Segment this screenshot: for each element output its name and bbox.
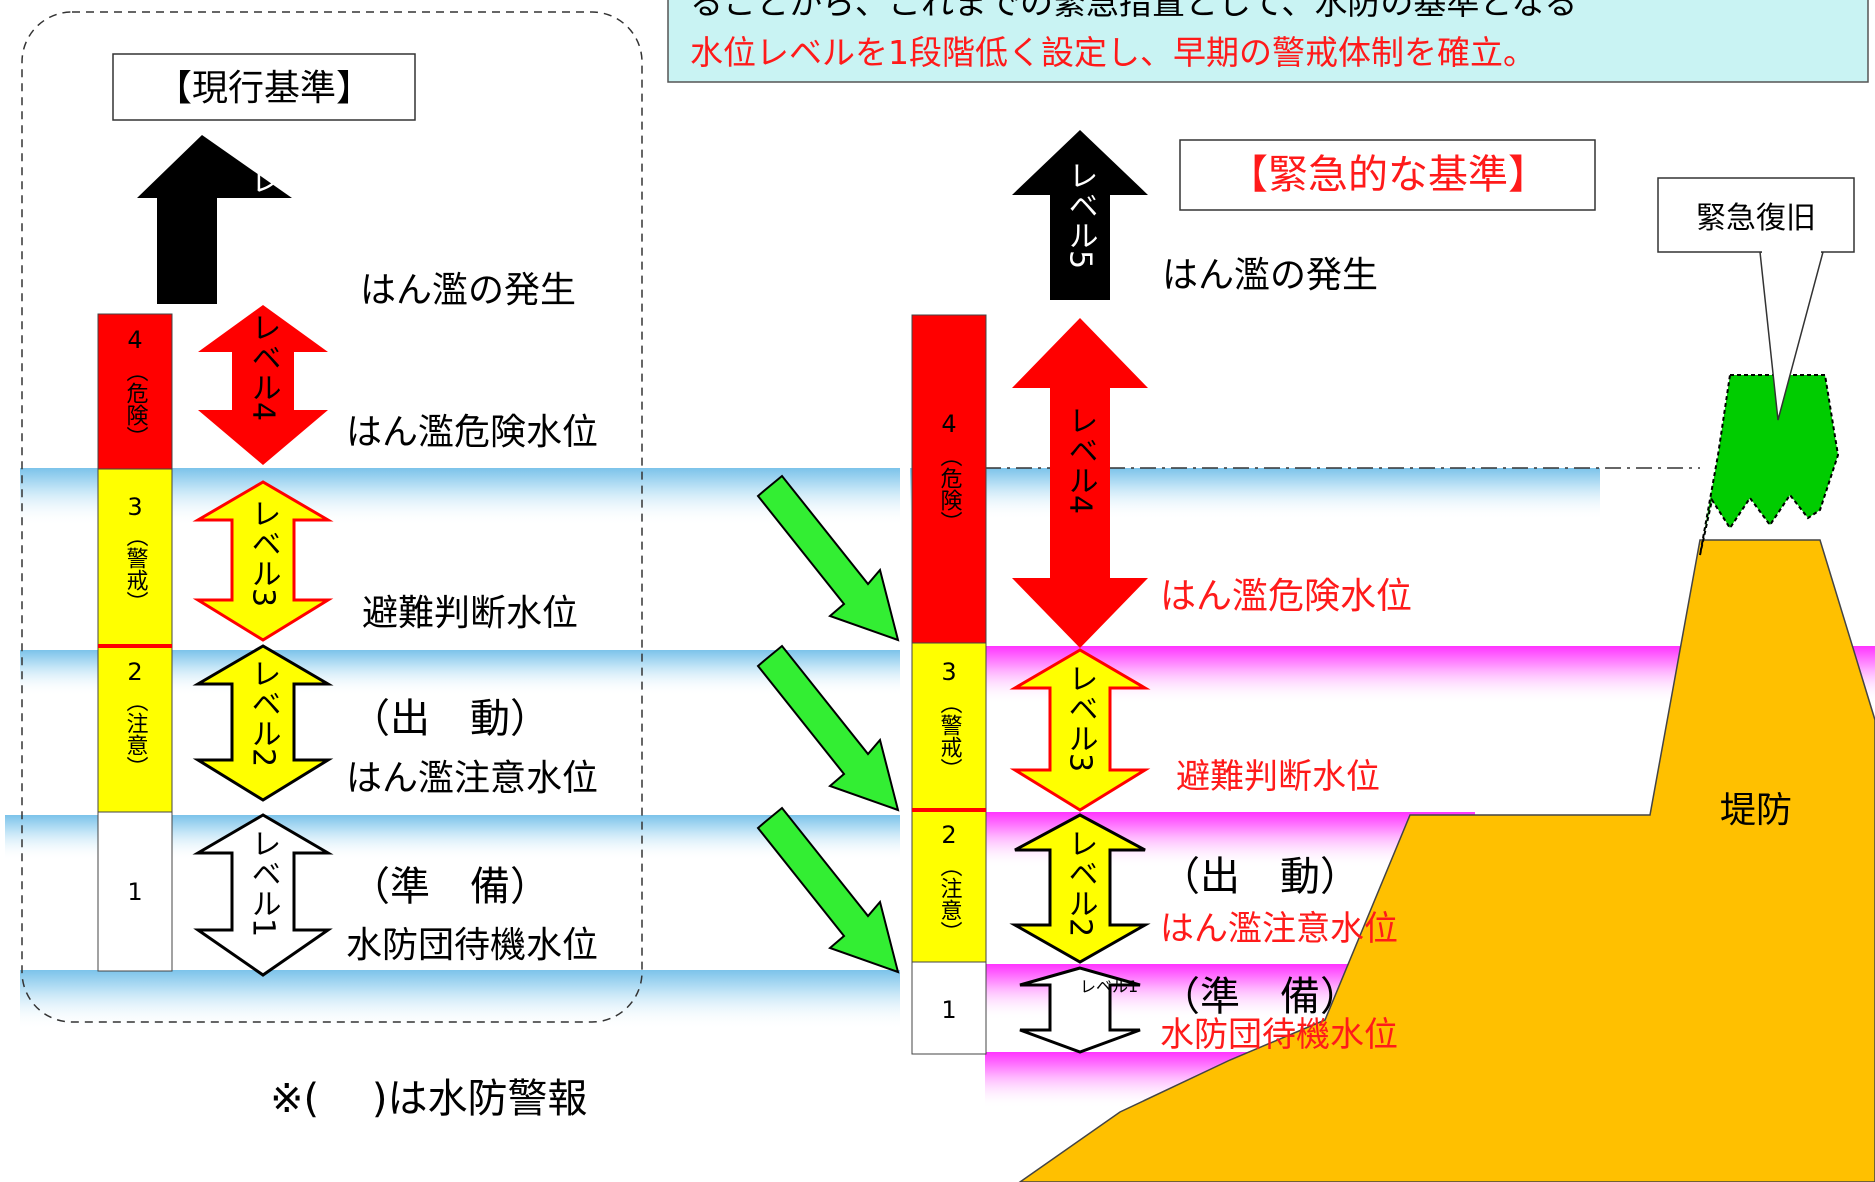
bar-label-2-kind: （注意） <box>937 855 963 943</box>
emergency-level-bar: 4 （危険） 3 （警戒） 2 （注意） 1 <box>911 314 987 1055</box>
dispatch-label: （出 動） <box>350 696 550 742</box>
level-4-arrow-shape <box>198 305 328 465</box>
level-1-arrow-label: レベル1 <box>246 828 281 937</box>
bar-label-1-num: 1 <box>127 878 142 906</box>
green-arrow <box>756 806 900 974</box>
prepare-label: （準 備） <box>1160 974 1360 1020</box>
flood-caution-level-label: はん濫注意水位 <box>346 758 598 799</box>
level-5-arrow-label: レベル5 <box>1063 160 1098 269</box>
level-4-arrow <box>1012 318 1148 648</box>
level-1-arrow <box>1019 966 1141 1054</box>
green-arrow <box>756 644 900 812</box>
level-5-arrow <box>1012 130 1148 300</box>
bar-label-2-kind: （注意） <box>123 690 149 778</box>
level-3-arrow-label: レベル3 <box>246 498 281 607</box>
flood-danger-level-label: はん濫危険水位 <box>346 412 598 453</box>
level-4-arrow-label: レベル4 <box>246 312 281 421</box>
current-standard-title-box: 【現行基準】 <box>112 53 416 121</box>
prepare-label: （準 備） <box>350 864 550 910</box>
level-5-arrow <box>137 135 292 304</box>
current-standard-frame <box>21 11 643 1023</box>
footnote: ※( )は水防警報 <box>270 1076 587 1122</box>
current-level-arrows: レベル5 レベル4 レベル3 レベル2 レベル1 <box>137 135 334 977</box>
bar-label-4-kind: （危険） <box>937 445 963 533</box>
standby-level-label: 水防団待機水位 <box>346 925 598 966</box>
flood-occurrence-label: はん濫の発生 <box>1162 255 1378 296</box>
level-2-arrow <box>1009 813 1151 964</box>
bar-label-4-num: 4 <box>941 410 956 438</box>
level-5-arrow-label: レベル5 <box>245 165 280 274</box>
bar-label-1-num: 1 <box>941 996 956 1024</box>
standby-level-label: 水防団待機水位 <box>1160 1015 1398 1055</box>
level-3-arrow-label: レベル3 <box>1063 663 1098 772</box>
banner-line-2: 水位レベルを1段階低く設定し、早期の警戒体制を確立。 <box>690 33 1536 72</box>
evacuation-level-label: 避難判断水位 <box>1176 757 1380 797</box>
banner: ることから、これまでの緊急措置として、水防の基準となる 水位レベルを1段階低く設… <box>667 0 1869 83</box>
emergency-repair-callout: 緊急復旧 <box>1657 177 1855 421</box>
bar-segment-4 <box>911 314 987 644</box>
bar-segment-3 <box>97 468 173 647</box>
levee-body <box>1018 539 1875 1182</box>
emergency-repair-label: 緊急復旧 <box>1696 201 1816 236</box>
level-3-arrow <box>192 480 334 642</box>
level-2-arrow-label: レベル2 <box>246 658 281 767</box>
bar-label-4-kind: （危険） <box>123 360 149 448</box>
current-standard-title: 【現行基準】 <box>156 68 372 109</box>
evacuation-level-label: 避難判断水位 <box>362 593 578 634</box>
bar-label-3-kind: （警戒） <box>937 692 963 780</box>
transition-arrows <box>756 474 900 974</box>
bar-segment-1 <box>97 811 173 972</box>
flood-occurrence-label: はん濫の発生 <box>360 270 576 311</box>
flood-danger-level-label: はん濫危険水位 <box>1160 576 1412 617</box>
levee-label: 堤防 <box>1720 790 1792 831</box>
banner-line-1: ることから、これまでの緊急措置として、水防の基準となる <box>690 0 1577 22</box>
bar-segment-2 <box>97 645 173 813</box>
levee: 堤防 <box>1018 374 1875 1182</box>
bar-segment-1 <box>911 961 987 1055</box>
emergency-standard-title: 【緊急的な基準】 <box>1228 152 1548 198</box>
bar-segment-4 <box>97 313 173 470</box>
bar-segment-3 <box>911 642 987 811</box>
dispatch-label: （出 動） <box>1160 854 1360 900</box>
level-1-arrow <box>192 813 334 977</box>
level-2-arrow-label: レベル2 <box>1063 828 1098 937</box>
emergency-level-arrows: レベル5 レベル4 レベル3 レベル2 レベル1 <box>1009 130 1151 1054</box>
level-4-arrow-label: レベル4 <box>1063 405 1098 514</box>
emergency-labels: はん濫の発生 はん濫危険水位 避難判断水位 （出 動） はん濫注意水位 （準 備… <box>1160 255 1412 1055</box>
level-2-arrow <box>192 644 334 802</box>
bar-label-2-num: 2 <box>127 658 142 686</box>
emergency-repair-top <box>1699 374 1840 556</box>
emergency-standard-title-box: 【緊急的な基準】 <box>1179 139 1596 211</box>
current-labels: はん濫の発生 はん濫危険水位 避難判断水位 （出 動） はん濫注意水位 （準 備… <box>346 270 598 966</box>
bar-label-2-num: 2 <box>941 821 956 849</box>
level-3-arrow <box>1009 648 1151 812</box>
bar-label-3-kind: （警戒） <box>123 525 149 613</box>
bar-label-3-num: 3 <box>941 658 956 686</box>
bar-label-4-num: 4 <box>127 326 142 354</box>
flood-caution-level-label: はん濫注意水位 <box>1160 909 1398 949</box>
bar-label-3-num: 3 <box>127 493 142 521</box>
current-level-bar: 4 （危険） 3 （警戒） 2 （注意） 1 <box>97 313 173 972</box>
level-1-arrow-label: レベル1 <box>1080 977 1138 996</box>
green-arrow <box>756 474 900 642</box>
